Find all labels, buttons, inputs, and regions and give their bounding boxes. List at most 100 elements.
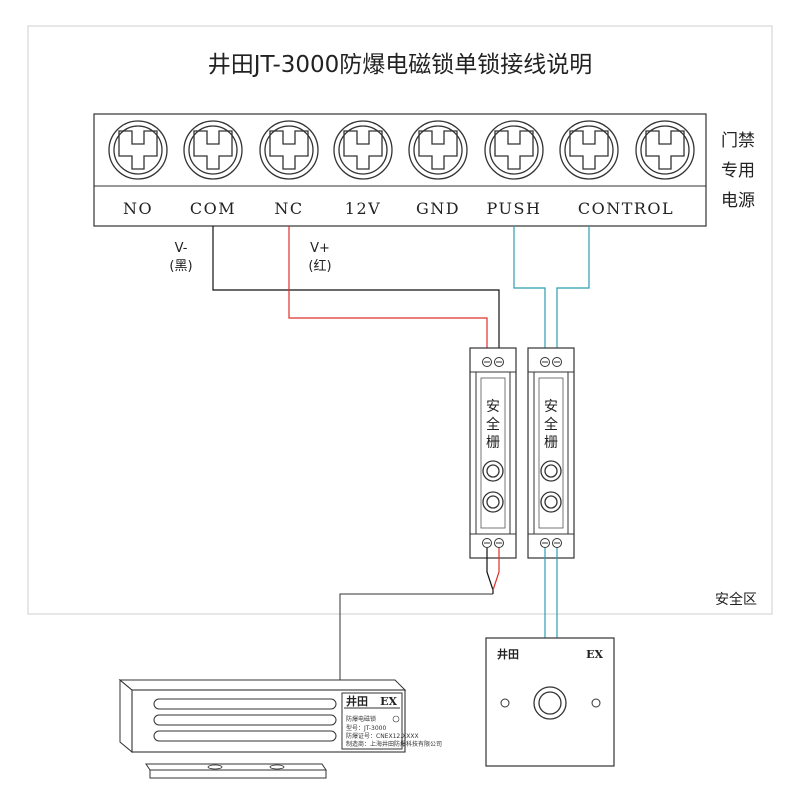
wire-barrier-to-lock-red xyxy=(492,548,500,591)
diagram-title: 井田JT-3000防爆电磁锁单锁接线说明 xyxy=(208,52,593,78)
maglock-nameplate xyxy=(341,692,403,750)
barrier-1-label-char-1: 安 xyxy=(486,399,500,415)
screw-inner-ring xyxy=(188,125,238,175)
safe-zone-border xyxy=(27,25,773,615)
barrier-2-inner-panel xyxy=(538,377,564,529)
screw-cross-slot xyxy=(193,130,233,170)
terminal-screw-icon xyxy=(635,120,695,180)
barrier-screw-icon xyxy=(494,357,504,367)
terminal-screw-icon xyxy=(259,120,319,180)
barrier-1-label-char-2: 全 xyxy=(486,416,500,433)
barrier-2-body xyxy=(527,347,575,559)
v-minus-label: V- xyxy=(175,241,188,256)
barrier-2-label-char-1: 安 xyxy=(544,399,558,415)
v-plus-label: V+ xyxy=(310,241,330,256)
terminal-screw-icon xyxy=(108,120,168,180)
wire-control-cyan xyxy=(556,226,590,358)
barrier-1-inner-panel xyxy=(480,377,506,529)
terminal-screw-icon xyxy=(183,120,243,180)
terminal-label-control: CONTROL xyxy=(578,199,674,218)
screw-outer-ring xyxy=(635,120,695,180)
barrier-screw-icon xyxy=(552,538,562,548)
screw-inner-ring xyxy=(564,125,614,175)
barrier-1-panel xyxy=(475,371,511,535)
safety-barrier-1: 安 全 栅 xyxy=(469,347,517,559)
terminal-screws xyxy=(108,120,695,180)
barrier-2-label-char-2: 全 xyxy=(544,416,558,433)
barrier-2-label-char-3: 栅 xyxy=(544,435,558,451)
maglock-groove-3 xyxy=(153,730,337,742)
screw-outer-ring xyxy=(333,120,393,180)
barrier-terminal-screws xyxy=(482,357,562,548)
screw-cross-slot xyxy=(418,130,458,170)
wire-com-black xyxy=(212,226,500,358)
terminal-label-gnd: GND xyxy=(416,199,460,218)
maglock-top-face xyxy=(118,679,407,691)
barrier-2-knob-top xyxy=(540,460,562,482)
exit-button-ex-mark: EX xyxy=(586,648,603,661)
screw-inner-ring xyxy=(413,125,463,175)
maglock-product-name: 防爆电磁锁 xyxy=(346,715,376,723)
exit-button-bezel xyxy=(533,686,567,720)
maglock-model-line: 型号：JT-3000 xyxy=(346,724,387,732)
barrier-screw-icon xyxy=(482,357,492,367)
screw-outer-ring xyxy=(259,120,319,180)
screw-inner-ring xyxy=(113,125,163,175)
wire-barrier-to-lock-black xyxy=(486,548,494,594)
armature-front xyxy=(149,769,327,779)
screw-inner-ring xyxy=(640,125,690,175)
screw-cross-slot xyxy=(494,130,534,170)
maglock-groove-1 xyxy=(153,698,337,710)
barrier-1-label-char-3: 栅 xyxy=(486,435,500,451)
barrier-2-knob-bottom-inner xyxy=(544,495,558,509)
terminal-label-12v: 12V xyxy=(345,199,381,218)
exit-button-screw-right xyxy=(591,698,601,708)
terminal-screw-icon xyxy=(333,120,393,180)
barrier-screw-icon xyxy=(540,357,550,367)
maglock-cert-icon xyxy=(392,715,400,723)
screw-inner-ring xyxy=(264,125,314,175)
exit-button-screw-left xyxy=(500,698,510,708)
terminal-label-com: COM xyxy=(190,199,236,218)
screw-outer-ring xyxy=(559,120,619,180)
barrier-screw-icon xyxy=(540,538,550,548)
terminal-label-no: NO xyxy=(123,199,153,218)
power-label-line-3: 电源 xyxy=(721,191,755,211)
safety-barrier-2: 安 全 栅 xyxy=(527,347,575,559)
armature-hole-2 xyxy=(269,764,285,770)
magnetic-lock: 井田 EX 防爆电磁锁 型号：JT-3000 防爆证号：CNEX12.XXXX … xyxy=(118,678,442,754)
power-label-line-1: 门禁 xyxy=(721,131,755,151)
screw-cross-slot xyxy=(569,130,609,170)
screw-outer-ring xyxy=(408,120,468,180)
screw-outer-ring xyxy=(484,120,544,180)
barrier-screw-icon xyxy=(482,538,492,548)
power-label-line-2: 专用 xyxy=(721,161,755,181)
screw-outer-ring xyxy=(108,120,168,180)
safe-zone-label: 安全区 xyxy=(715,591,757,608)
armature-plate xyxy=(145,763,327,779)
v-plus-color-label: (红) xyxy=(308,258,331,274)
barrier-1-knob-top xyxy=(482,460,504,482)
barrier-1-body xyxy=(469,347,517,559)
barrier-screw-icon xyxy=(552,357,562,367)
exit-button: 井田 EX xyxy=(485,637,615,767)
maglock-groove-2 xyxy=(153,714,337,726)
screw-inner-ring xyxy=(489,125,539,175)
wire-nc-red xyxy=(288,226,488,358)
screw-cross-slot xyxy=(645,130,685,170)
barrier-screw-icon xyxy=(494,538,504,548)
barrier-1-knob-bottom xyxy=(482,491,504,513)
maglock-ex-mark: EX xyxy=(380,695,397,708)
barrier-2-knob-top-inner xyxy=(544,464,558,478)
maglock-maker-line: 制造商：上海井田防爆科技有限公司 xyxy=(346,740,442,748)
barrier-2-panel xyxy=(533,371,569,535)
screw-cross-slot xyxy=(343,130,383,170)
screw-cross-slot xyxy=(269,130,309,170)
exit-button-brand: 井田 xyxy=(497,647,519,661)
v-minus-color-label: (黑) xyxy=(169,259,192,274)
exit-button-plate xyxy=(485,637,615,767)
wire-push-cyan xyxy=(513,226,546,358)
maglock-cert-line: 防爆证号：CNEX12.XXXX xyxy=(346,732,419,740)
armature-top xyxy=(145,763,327,771)
